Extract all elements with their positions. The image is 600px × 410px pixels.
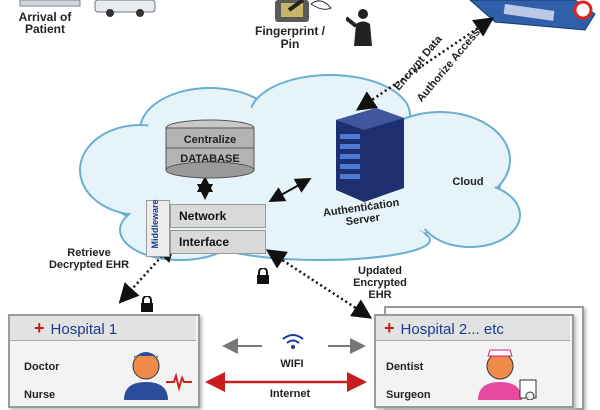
wifi-icon xyxy=(282,334,304,349)
hospital-links xyxy=(205,338,367,392)
arrival-of-patient-label: Arrival of Patient xyxy=(18,10,72,36)
hospital-1-name: Hospital 1 xyxy=(50,321,118,338)
nurse-avatar-icon xyxy=(478,349,537,400)
hospital-2-header xyxy=(376,316,570,341)
middleware-box xyxy=(146,200,170,257)
hospital-2-name: Hospital 2... etc xyxy=(400,321,504,338)
fingerprint-scanner-icon xyxy=(275,0,332,22)
internet-label: Internet xyxy=(269,388,311,400)
role-nurse: Nurse xyxy=(24,389,56,401)
server-icon xyxy=(336,108,404,204)
lock-icon xyxy=(257,268,269,284)
retrieve-decrypted-ehr-label: Retrieve Decrypted EHR xyxy=(48,247,130,271)
role-dentist: Dentist xyxy=(386,361,424,373)
interface-box: Interface xyxy=(170,230,266,254)
plus-icon: + xyxy=(384,318,395,338)
updated-encrypted-ehr-label: Updated Encrypted EHR xyxy=(353,265,407,301)
wifi-label: WIFI xyxy=(280,358,304,370)
connection-lines xyxy=(118,17,495,319)
database-icon xyxy=(165,119,255,179)
card-reader-device-icon xyxy=(469,0,596,31)
hospital-1-header xyxy=(10,316,196,341)
hospital-2-title: + Hospital 2... etc xyxy=(384,318,504,339)
role-doctor: Doctor xyxy=(24,361,60,373)
lock-icon xyxy=(141,296,153,312)
role-surgeon: Surgeon xyxy=(386,389,431,401)
centralize-label: Centralize xyxy=(183,134,237,146)
ambulance-icon xyxy=(19,0,156,17)
fingerprint-pin-label: Fingerprint / Pin xyxy=(255,24,325,51)
cloud-label: Cloud xyxy=(452,176,484,188)
plus-icon: + xyxy=(34,318,45,338)
network-box: Network xyxy=(170,204,266,228)
database-label: DATABASE xyxy=(180,153,240,165)
doctor-avatar-icon xyxy=(124,352,192,400)
hospital-1-title: + Hospital 1 xyxy=(34,318,117,339)
